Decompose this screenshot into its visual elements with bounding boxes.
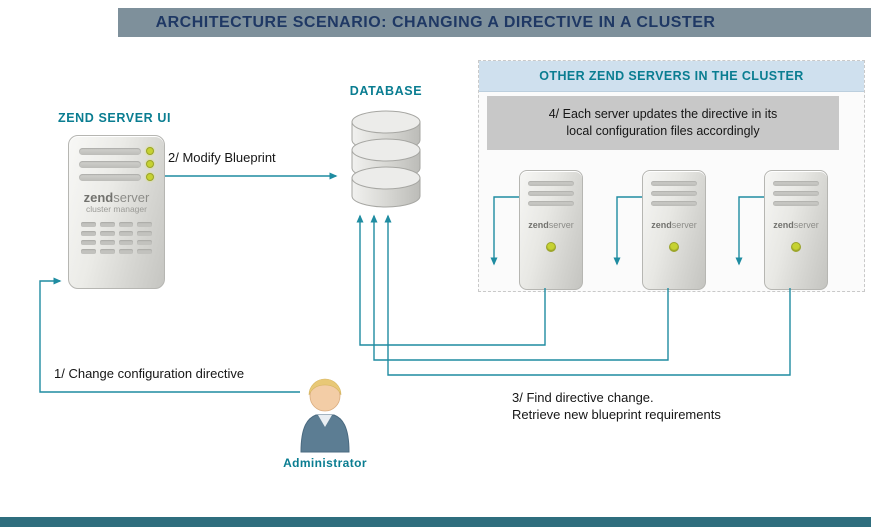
- slot-bar: [651, 201, 697, 206]
- note-box: 4/ Each server updates the directive in …: [487, 96, 839, 150]
- footer-bar: [0, 517, 871, 527]
- slot-bar: [773, 181, 819, 186]
- zend-server-node-2: zendserver: [642, 170, 706, 290]
- slot-bar: [773, 191, 819, 196]
- slot-bar: [528, 201, 574, 206]
- step3-line-2: Retrieve new blueprint requirements: [512, 407, 721, 422]
- administrator-label: Administrator: [283, 456, 367, 470]
- step2-label: 2/ Modify Blueprint: [168, 150, 276, 165]
- led-indicator: [669, 242, 679, 252]
- vent-grid: [81, 222, 152, 254]
- slot-bar: [651, 191, 697, 196]
- zend-logo-primary: zend: [83, 190, 114, 205]
- server-slot: [79, 147, 154, 155]
- zend-server-node-3: zendserver: [764, 170, 828, 290]
- zend-logo-primary: zend: [773, 220, 794, 230]
- cluster-manager-label: cluster manager: [86, 204, 147, 214]
- led-indicator: [791, 242, 801, 252]
- slot-bar: [773, 201, 819, 206]
- zend-logo-secondary: server: [671, 220, 697, 230]
- led-indicator: [546, 242, 556, 252]
- zend-logo-secondary: server: [548, 220, 574, 230]
- page-title: ARCHITECTURE SCENARIO: CHANGING A DIRECT…: [155, 14, 716, 31]
- zend-logo-secondary: server: [113, 190, 150, 205]
- slot-bar: [79, 147, 141, 155]
- zend-logo-primary: zend: [651, 220, 672, 230]
- zend-logo: zendserver: [643, 220, 705, 230]
- zend-logo-secondary: server: [793, 220, 819, 230]
- zend-server-ui-tower: zendserver cluster manager: [68, 135, 165, 289]
- database-heading: DATABASE: [349, 84, 423, 98]
- zend-server-ui-heading: ZEND SERVER UI: [58, 111, 172, 125]
- note-line-1: 4/ Each server updates the directive in …: [548, 107, 778, 121]
- zend-logo-primary: zend: [528, 220, 549, 230]
- slot-bar: [651, 181, 697, 186]
- slot-bar: [79, 160, 141, 168]
- slot-bar: [528, 181, 574, 186]
- cluster-panel-title: OTHER ZEND SERVERS IN THE CLUSTER: [539, 69, 804, 83]
- step3-label: 3/ Find directive change. Retrieve new b…: [512, 389, 721, 423]
- administrator-icon: [300, 378, 350, 453]
- database-icon: [351, 110, 421, 208]
- cluster-panel-header: OTHER ZEND SERVERS IN THE CLUSTER: [479, 61, 864, 92]
- led-indicator: [146, 173, 154, 181]
- slot-bar: [528, 191, 574, 196]
- slot-bar: [79, 173, 141, 181]
- note-line-2: local configuration files accordingly: [566, 124, 760, 138]
- zend-logo: zendserver: [765, 220, 827, 230]
- server-slot: [79, 160, 154, 168]
- led-indicator: [146, 147, 154, 155]
- step3-line-1: 3/ Find directive change.: [512, 390, 654, 405]
- zend-server-node-1: zendserver: [519, 170, 583, 290]
- zend-logo: zendserver: [520, 220, 582, 230]
- server-slot: [79, 173, 154, 181]
- zend-logo: zendserver: [69, 190, 164, 205]
- led-indicator: [146, 160, 154, 168]
- step1-label: 1/ Change configuration directive: [54, 366, 245, 381]
- title-bar: [118, 8, 871, 37]
